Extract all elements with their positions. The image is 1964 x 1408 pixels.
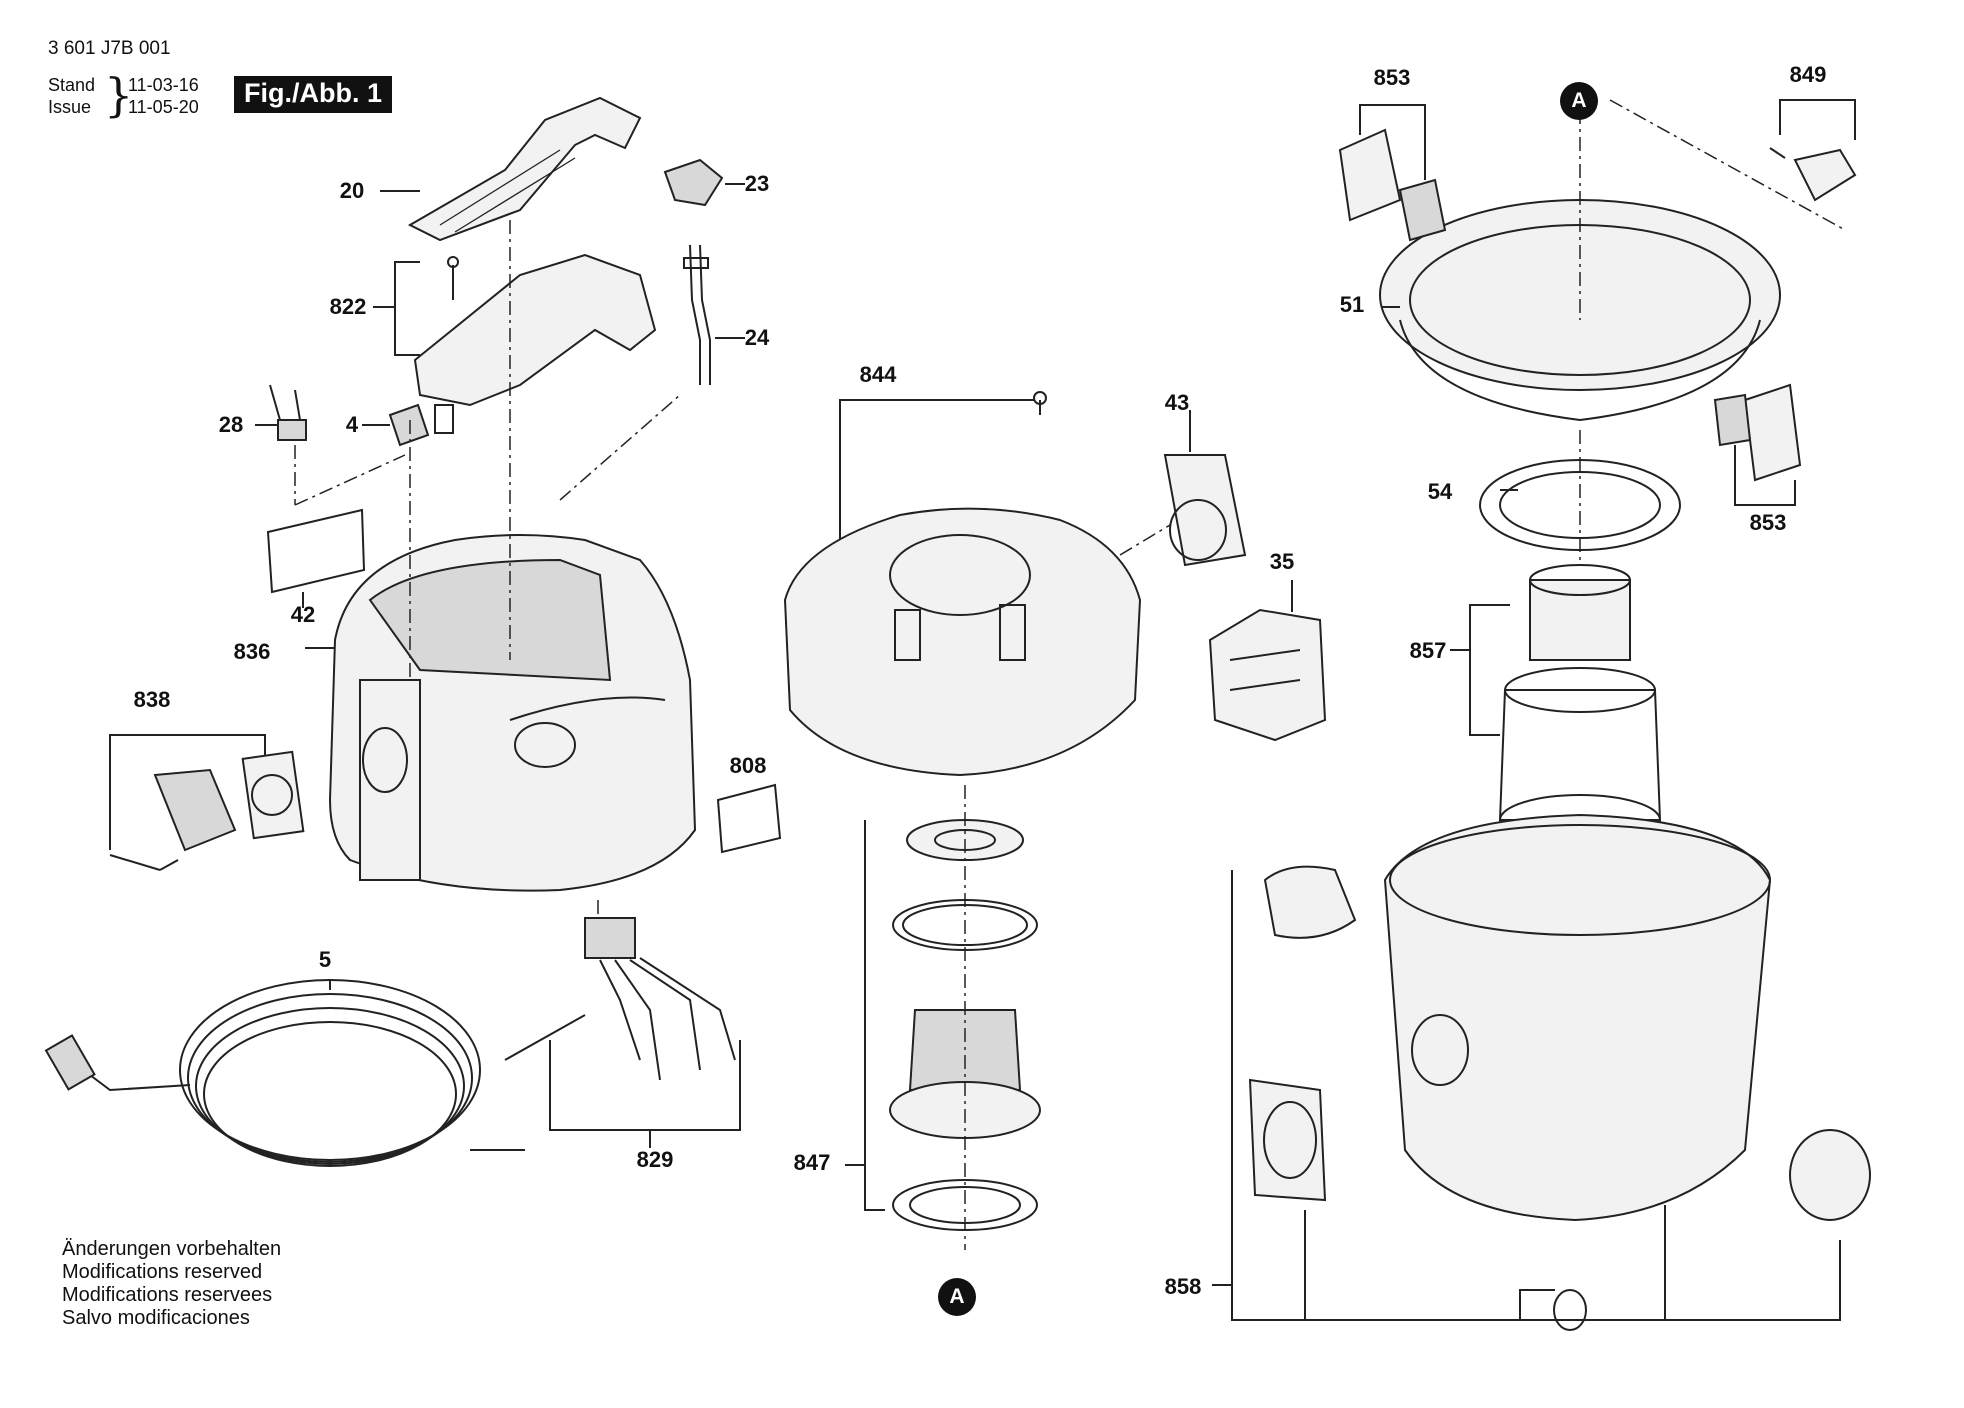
bracket-bottom-part (1713, 383, 1802, 506)
part-number-42: 42 (290, 602, 316, 627)
top-housing-part (1379, 199, 1781, 422)
filter-cover-part (1208, 580, 1327, 742)
part-number-849: 849 (1789, 62, 1827, 87)
power-cord-part (44, 979, 525, 1167)
document-number: 3 601 J7B 001 (48, 38, 171, 59)
stand-label: Stand (48, 75, 96, 95)
rating-label-part (716, 783, 782, 854)
part-number-51: 51 (1339, 292, 1365, 317)
issue-date: 11-05-20 (128, 97, 199, 117)
motor-housing-part (305, 534, 697, 892)
bracket-top-part (1338, 104, 1447, 242)
part-number-20: 20 (339, 178, 365, 203)
reference-marker-a-bottom: A (938, 1278, 976, 1316)
part-number-35: 35 (1269, 549, 1295, 574)
switch-rod-part (683, 244, 745, 385)
handle-grip-part (380, 96, 642, 242)
part-number-844: 844 (859, 362, 897, 387)
note-line: Modifications reserved (62, 1261, 263, 1283)
part-number-857: 857 (1409, 638, 1447, 663)
motor-unit-part (845, 785, 1041, 1250)
part-number-808: 808 (729, 753, 767, 778)
intake-fitting-part (1163, 410, 1247, 567)
part-number-836: 836 (233, 639, 271, 664)
fan-cover-part (783, 391, 1142, 777)
note-line: Modifications reservees (62, 1284, 273, 1306)
revision-dates: 11-03-16 11-05-20 (128, 74, 199, 118)
part-number-838: 838 (133, 687, 171, 712)
note-line: Salvo modificaciones (62, 1307, 250, 1329)
switch-cap-part (663, 158, 745, 207)
part-number-829: 829 (636, 1147, 674, 1172)
brace-symbol: } (104, 68, 134, 122)
label-part (266, 508, 366, 608)
notes-block: Änderungen vorbehalten Modifications res… (62, 1238, 281, 1330)
filter-part (1450, 564, 1662, 846)
switch-part (362, 403, 430, 447)
clip-part (1769, 99, 1857, 202)
switch-bracket-part (373, 253, 657, 434)
part-number-23: 23 (744, 171, 770, 196)
seal-ring-part (1479, 430, 1681, 560)
part-number-853-bottom: 853 (1749, 510, 1787, 535)
part-number-24: 24 (744, 325, 770, 350)
carbon-brush-part (255, 384, 307, 441)
part-number-4: 4 (345, 412, 359, 437)
revision-labels: Stand Issue (48, 74, 95, 118)
figure-tag: Fig./Abb. 1 (234, 76, 392, 113)
wiring-harness-part (504, 917, 741, 1148)
part-number-54: 54 (1427, 479, 1453, 504)
container-part (1212, 813, 1871, 1331)
part-number-847: 847 (793, 1150, 831, 1175)
socket-assembly-part (109, 734, 305, 871)
reference-marker-a-top: A (1560, 82, 1598, 120)
part-number-853-top: 853 (1373, 65, 1411, 90)
part-number-28: 28 (218, 412, 244, 437)
note-line: Änderungen vorbehalten (62, 1238, 282, 1260)
issue-label: Issue (48, 97, 92, 117)
part-number-5: 5 (318, 947, 332, 972)
part-number-858: 858 (1164, 1274, 1202, 1299)
part-number-43: 43 (1164, 390, 1190, 415)
stand-date: 11-03-16 (128, 75, 199, 95)
part-number-822: 822 (329, 294, 367, 319)
